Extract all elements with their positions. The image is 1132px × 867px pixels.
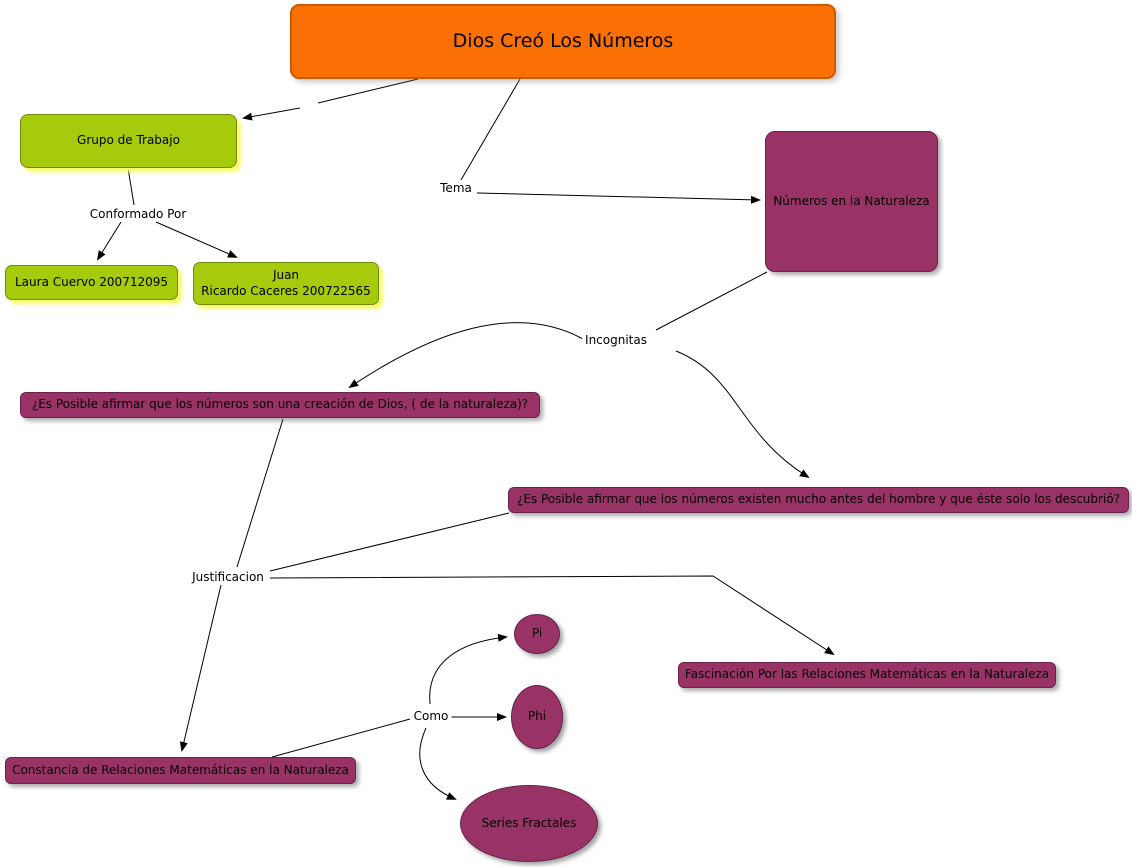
concept-node-juan-ricardo[interactable]: Juan Ricardo Caceres 200722565 — [193, 262, 379, 305]
concept-node-phi[interactable]: Phi — [511, 685, 563, 749]
concept-node-pregunta-existen[interactable]: ¿Es Posible afirmar que los números exis… — [508, 487, 1129, 513]
concept-node-title[interactable]: Dios Creó Los Números — [290, 4, 836, 79]
link-conformado-laura — [96, 221, 122, 261]
link-label-tema[interactable]: Tema — [437, 181, 475, 195]
concept-node-constancia[interactable]: Constancia de Relaciones Matemáticas en … — [5, 757, 356, 784]
link-pregunta2-justificacion — [269, 512, 510, 572]
link-justificacion-constancia — [179, 584, 222, 752]
link-label-conformado-por[interactable]: Conformado Por — [86, 207, 190, 221]
link-justificacion-fascinacion — [269, 575, 835, 656]
link-label-justificacion[interactable]: Justificacion — [189, 570, 267, 584]
link-title-grupo-segment — [317, 78, 419, 104]
link-tema-naturaleza — [476, 192, 761, 204]
link-title-grupo-arrow — [242, 107, 301, 121]
link-constancia-como — [271, 718, 411, 758]
link-incognitas-pregunta1 — [348, 322, 584, 389]
link-como-fractales — [419, 727, 457, 800]
link-conformado-juan — [155, 221, 238, 258]
link-grupo-conformado — [127, 167, 135, 206]
link-pregunta1-justificacion — [236, 418, 284, 568]
link-label-incognitas[interactable]: Incognitas — [582, 333, 650, 347]
link-title-tema — [460, 78, 521, 181]
concept-node-pregunta-creacion[interactable]: ¿Es Posible afirmar que los números son … — [20, 392, 540, 418]
link-label-como[interactable]: Como — [410, 709, 452, 723]
concept-node-pi[interactable]: Pi — [514, 614, 560, 654]
concept-node-series-fractales[interactable]: Series Fractales — [460, 785, 598, 862]
link-como-pi — [429, 633, 508, 705]
link-naturaleza-incognitas — [655, 271, 768, 331]
concept-node-numeros-naturaleza[interactable]: Números en la Naturaleza — [765, 131, 938, 272]
concept-node-grupo-de-trabajo[interactable]: Grupo de Trabajo — [20, 114, 237, 168]
concept-node-fascinacion[interactable]: Fascinación Por las Relaciones Matemátic… — [678, 662, 1056, 688]
concept-node-laura-cuervo[interactable]: Laura Cuervo 200712095 — [5, 265, 178, 300]
link-incognitas-pregunta2 — [675, 350, 810, 479]
